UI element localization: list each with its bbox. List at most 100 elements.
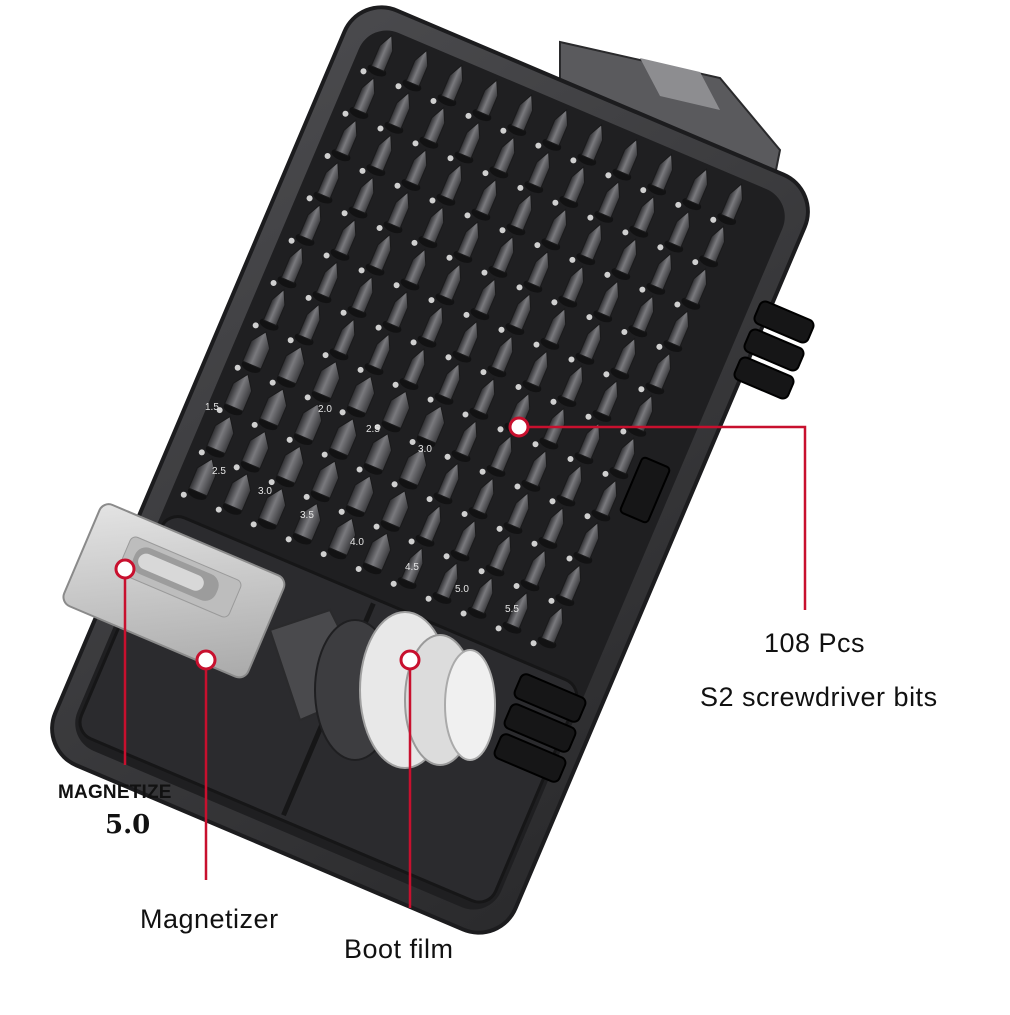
screwdriver-bit	[478, 534, 512, 577]
screwdriver-bit	[552, 165, 586, 208]
screwdriver-bit	[514, 449, 548, 492]
screwdriver-bit	[500, 93, 534, 136]
screwdriver-bit	[356, 432, 393, 475]
screwdriver-bit	[360, 34, 394, 77]
screwdriver-bit	[710, 182, 743, 226]
screwdriver-bit	[374, 390, 411, 433]
screwdriver-bit	[535, 108, 569, 151]
screwdriver-bit	[444, 419, 478, 463]
screwdriver-bit	[482, 136, 516, 179]
screwdriver-bit	[306, 161, 340, 204]
screwdriver-bit	[411, 206, 445, 249]
screwdriver-bit	[621, 295, 655, 338]
screwdriver-bit	[305, 261, 339, 304]
screwdriver-bit	[270, 246, 304, 289]
screwdriver-bit	[250, 487, 287, 530]
screwdriver-bit	[391, 447, 428, 490]
tray-size-mark: 2.5	[212, 466, 226, 477]
screwdriver-bit	[288, 203, 322, 246]
tray-size-mark: 3.0	[418, 444, 432, 455]
callout-lines	[114, 416, 807, 908]
tray-size-mark: 5.5	[505, 604, 519, 615]
screwdriver-bit	[342, 76, 376, 119]
screwdriver-bit	[570, 123, 604, 166]
bits-type-label: S2 screwdriver bits	[700, 682, 938, 712]
screwdriver-bit	[180, 458, 217, 500]
screwdriver-bit	[233, 430, 270, 473]
screwdriver-bit	[324, 119, 358, 162]
boot-film-picks	[268, 608, 496, 769]
screwdriver-bit	[465, 79, 499, 122]
tray-size-mark: 2.5	[366, 424, 380, 435]
screwdriver-bit	[566, 521, 600, 564]
tray-size-mark: 1.5	[205, 402, 219, 413]
screwdriver-bit	[567, 422, 601, 465]
screwdriver-bit	[430, 64, 464, 107]
screwdriver-bit	[479, 434, 513, 477]
callout-marker-magnetizer	[195, 649, 217, 671]
callout-marker-boot-film	[399, 649, 421, 671]
screwdriver-bit	[412, 106, 446, 149]
screwdriver-bit	[656, 309, 690, 353]
screwdriver-bit	[692, 225, 725, 268]
screwdriver-bit	[392, 347, 426, 391]
callout-marker-bits	[508, 416, 530, 438]
side-latches	[493, 300, 815, 783]
boot-film-label: Boot film	[344, 934, 454, 964]
screwdriver-bit	[640, 153, 673, 196]
screwdriver-bit	[584, 479, 618, 522]
tray-size-mark: 4.0	[350, 537, 364, 548]
screwdriver-bit	[603, 337, 637, 380]
screwdriver-bit	[464, 178, 498, 221]
screwdriver-bit	[409, 405, 446, 448]
screwdriver-bit	[517, 151, 551, 194]
screwdriver-bit	[533, 307, 567, 350]
screwdriver-bit	[339, 375, 376, 418]
screwdriver-bit	[586, 280, 620, 323]
screwdriver-bit	[447, 121, 481, 164]
screwdriver-bit	[515, 350, 549, 393]
tray-size-mark: 2.0	[318, 404, 332, 415]
bits-count-label: 108 Pcs	[764, 628, 866, 658]
screwdriver-bit	[480, 335, 514, 378]
screwdriver-bit	[394, 148, 428, 191]
tray-size-mark: 4.5	[405, 562, 419, 573]
screwdriver-bit	[286, 403, 323, 446]
screwdriver-bit	[268, 445, 305, 488]
screwdriver-bit	[569, 223, 603, 266]
screwdriver-bit	[425, 561, 459, 604]
screwdriver-bit	[376, 191, 410, 234]
screwdriver-bit	[675, 168, 708, 211]
screwdriver-bit	[568, 322, 602, 365]
screwdriver-bit	[338, 475, 375, 518]
screwdriver-bit	[534, 208, 568, 251]
screwdriver-bit	[358, 233, 392, 276]
screwdriver-bit	[428, 263, 462, 306]
screwdriver-bit	[460, 576, 494, 619]
screwdriver-bit	[639, 252, 673, 295]
screwdriver-bit	[393, 248, 427, 291]
screwdriver-bit	[323, 218, 357, 261]
screwdriver-bit	[373, 489, 410, 532]
screwdriver-bit	[357, 333, 391, 376]
screwdriver-bit	[304, 360, 341, 403]
screwdriver-bit	[375, 290, 409, 333]
screwdriver-bit	[322, 318, 356, 361]
screwdriver-bit	[443, 519, 477, 562]
screwdriver-bit	[604, 237, 638, 281]
screwdriver-bit	[461, 477, 495, 520]
screwdriver-bit	[340, 275, 374, 318]
screwdriver-bit	[498, 292, 532, 336]
screwdriver-bit	[395, 49, 429, 92]
screwdriver-bit	[198, 415, 235, 458]
screwdriver-bit	[427, 362, 461, 405]
screwdriver-bit	[674, 267, 708, 310]
screwdriver-bit	[622, 195, 656, 238]
screwdriver-bit	[445, 320, 479, 363]
screwdriver-bit	[408, 504, 442, 547]
screwdriver-bit	[605, 138, 639, 181]
screwdriver-bit	[516, 250, 550, 293]
screwdriver-bit	[496, 491, 530, 535]
screwdriver-bit	[495, 591, 529, 634]
